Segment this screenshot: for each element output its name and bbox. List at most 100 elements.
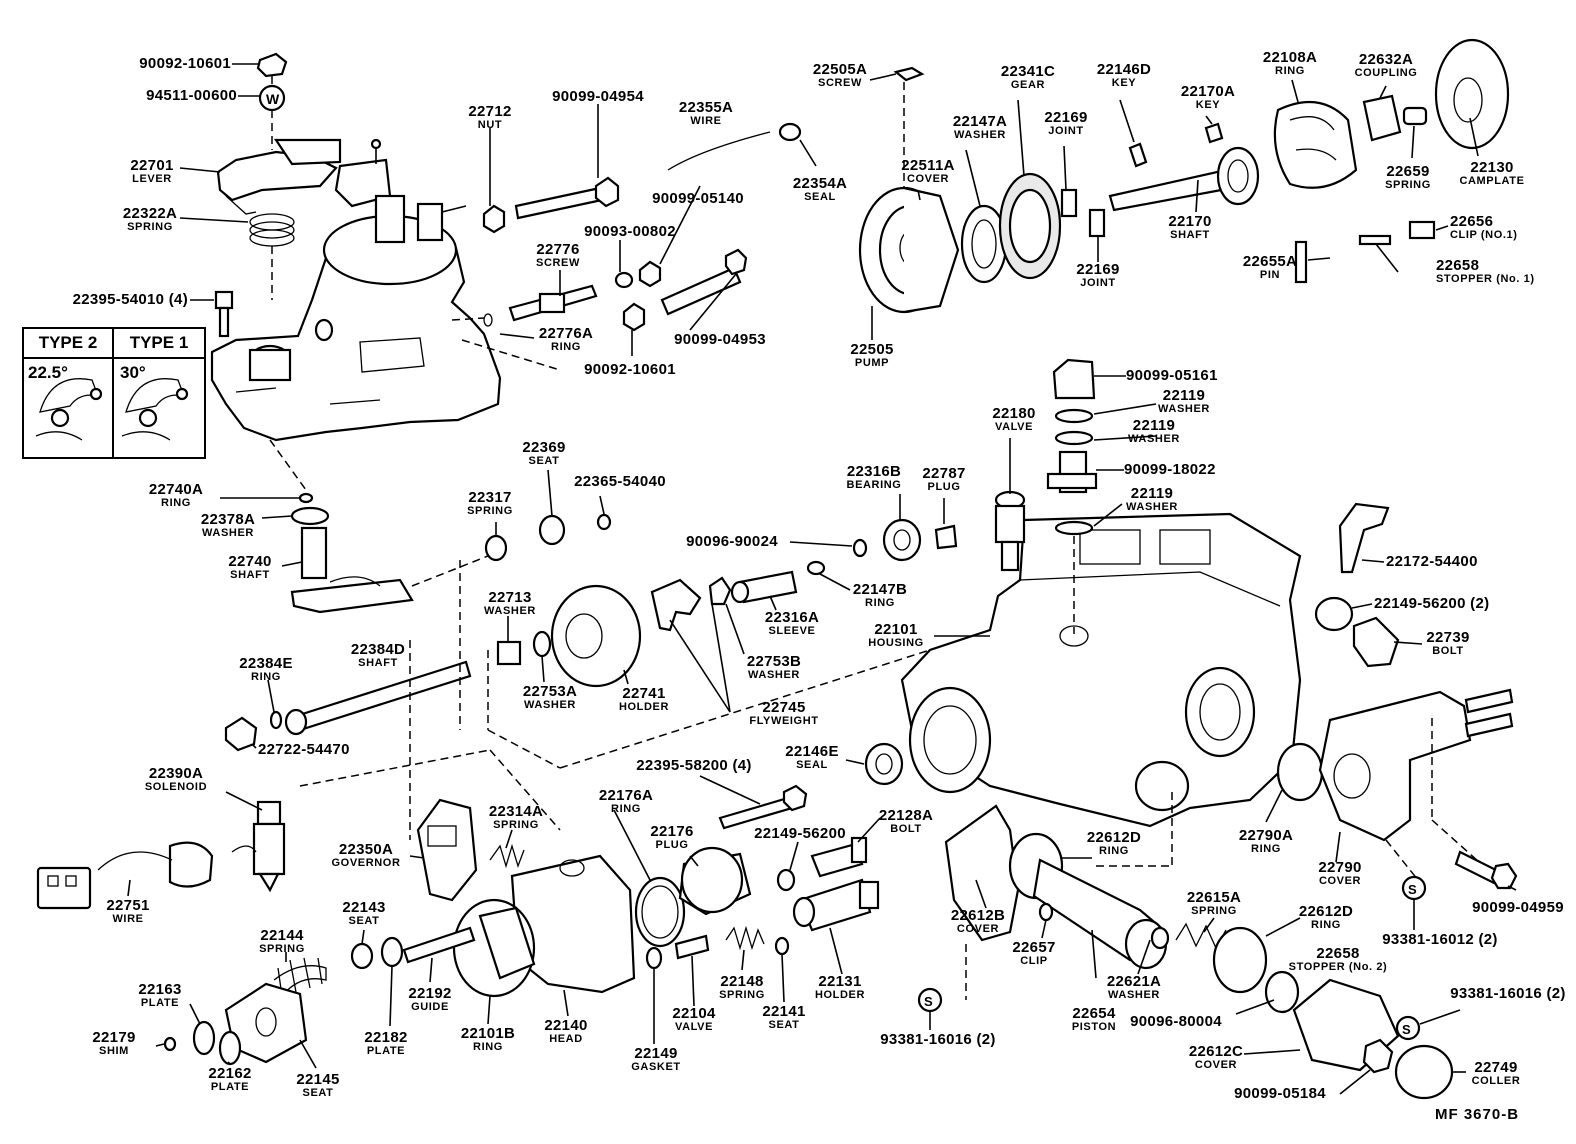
- plunger-spring-set: [163, 936, 404, 1066]
- part-label: 93381-16012 (2): [1382, 931, 1498, 948]
- part-label: 93381-16016 (2): [880, 1031, 996, 1048]
- distributor-head-assembly: [402, 742, 904, 998]
- part-label: 22149-56200 (2): [1374, 595, 1490, 612]
- feed-pump-assembly: [858, 38, 1510, 314]
- washer-mark-w: W: [266, 91, 280, 107]
- seal-mark-s-3: S: [924, 994, 933, 1009]
- part-label: 90092-10601: [584, 361, 676, 378]
- part-label: 90099-04953: [674, 331, 766, 348]
- part-label: 90099-04959: [1472, 899, 1564, 916]
- type-box-illustrations: [35, 378, 189, 441]
- part-label: 22149-56200: [754, 825, 846, 842]
- part-label: 90099-05161: [1126, 367, 1218, 384]
- type-variant-box: TYPE 2 TYPE 1 22.5° 30°: [22, 327, 206, 459]
- part-label: 22722-54470: [258, 741, 350, 758]
- type2-angle: 22.5°: [28, 363, 68, 382]
- part-label: 22395-58200 (4): [636, 757, 752, 774]
- part-label: 22172-54400: [1386, 553, 1478, 570]
- part-label: 94511-00600: [146, 87, 237, 104]
- governor-cover-assembly: W: [210, 52, 502, 491]
- main-housing-22101: [224, 358, 1400, 840]
- type1-header: TYPE 1: [114, 329, 204, 359]
- part-label: 90096-80004: [1130, 1013, 1222, 1030]
- seal-mark-s-2: S: [1408, 882, 1417, 897]
- part-label: 22365-54040: [574, 473, 666, 490]
- solenoid-and-wire: [36, 800, 286, 910]
- part-label: 90099-05140: [652, 190, 744, 207]
- reference-code: MF 3670-B: [1435, 1106, 1520, 1123]
- part-label: 90092-10601: [139, 55, 231, 72]
- timer-assembly: S S S: [917, 688, 1518, 1100]
- type2-header: TYPE 2: [24, 329, 114, 359]
- part-label: 93381-16016 (2): [1450, 985, 1566, 1002]
- part-label: 90099-05184: [1234, 1085, 1326, 1102]
